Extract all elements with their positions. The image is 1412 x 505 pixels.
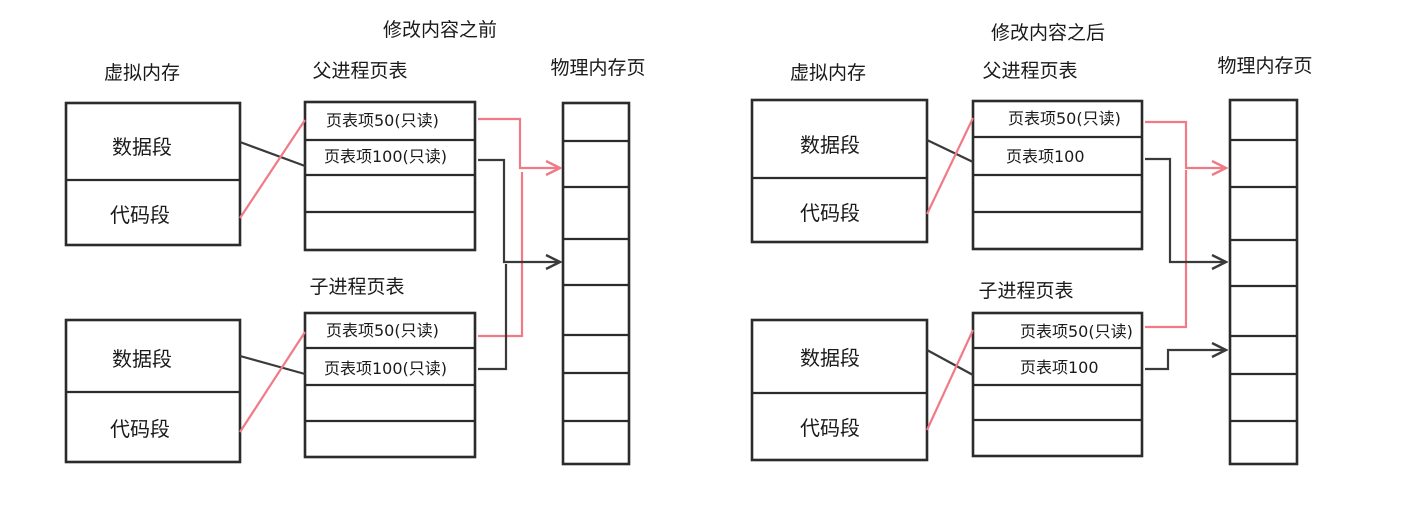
child-page-table: 页表项50(只读) 页表项100(只读) bbox=[303, 311, 477, 459]
child-row-100: 页表项100 bbox=[1020, 358, 1099, 377]
table-to-frame-links bbox=[478, 117, 560, 371]
after-modification-panel: 修改内容之后 虚拟内存 父进程页表 物理内存页 子进程页表 数据段 代码段 数据… bbox=[750, 22, 1313, 466]
parent-row-50: 页表项50(只读) bbox=[326, 111, 439, 130]
child-row-100: 页表项100(只读) bbox=[324, 359, 447, 378]
parent-row-50: 页表项50(只读) bbox=[1008, 109, 1121, 128]
data-segment-label: 数据段 bbox=[112, 347, 172, 371]
code-segment-label: 代码段 bbox=[800, 201, 860, 225]
virtual-memory-label: 虚拟内存 bbox=[790, 62, 866, 84]
physical-memory-label: 物理内存页 bbox=[550, 57, 645, 79]
child-virtual-memory: 数据段 代码段 bbox=[64, 318, 242, 464]
parent-page-table-label: 父进程页表 bbox=[982, 60, 1077, 82]
parent-page-table: 页表项50(只读) 页表项100(只读) bbox=[303, 100, 477, 252]
virtual-to-table-links bbox=[239, 119, 306, 433]
code-segment-label: 代码段 bbox=[110, 203, 170, 227]
parent-page-table: 页表项50(只读) 页表项100 bbox=[971, 99, 1144, 251]
child-page-table-label: 子进程页表 bbox=[978, 280, 1073, 302]
virtual-to-table-links bbox=[926, 117, 974, 431]
child-row-50: 页表项50(只读) bbox=[1020, 322, 1133, 341]
parent-row-100: 页表项100 bbox=[1006, 147, 1085, 166]
parent-row-100: 页表项100(只读) bbox=[324, 147, 447, 166]
virtual-memory-label: 虚拟内存 bbox=[104, 62, 180, 84]
panel-title: 修改内容之前 bbox=[383, 19, 497, 41]
data-segment-label: 数据段 bbox=[800, 133, 860, 157]
data-segment-label: 数据段 bbox=[112, 135, 172, 159]
panel-title: 修改内容之后 bbox=[991, 22, 1105, 44]
code-segment-label: 代码段 bbox=[800, 416, 860, 440]
before-modification-panel: 修改内容之前 虚拟内存 父进程页表 物理内存页 子进程页表 数据段 代码段 数据… bbox=[64, 19, 646, 466]
code-segment-label: 代码段 bbox=[110, 417, 170, 441]
parent-page-table-label: 父进程页表 bbox=[312, 60, 407, 82]
physical-memory-frames bbox=[1228, 98, 1299, 466]
parent-virtual-memory: 数据段 代码段 bbox=[64, 101, 242, 247]
physical-memory-frames bbox=[561, 101, 631, 466]
physical-memory-label: 物理内存页 bbox=[1217, 55, 1312, 77]
parent-virtual-memory: 数据段 代码段 bbox=[750, 98, 929, 244]
child-page-table-label: 子进程页表 bbox=[309, 276, 404, 298]
child-virtual-memory: 数据段 代码段 bbox=[750, 318, 929, 462]
child-page-table: 页表项50(只读) 页表项100 bbox=[971, 311, 1144, 458]
data-segment-label: 数据段 bbox=[800, 346, 860, 370]
table-to-frame-links bbox=[1145, 120, 1226, 371]
child-row-50: 页表项50(只读) bbox=[326, 321, 439, 340]
